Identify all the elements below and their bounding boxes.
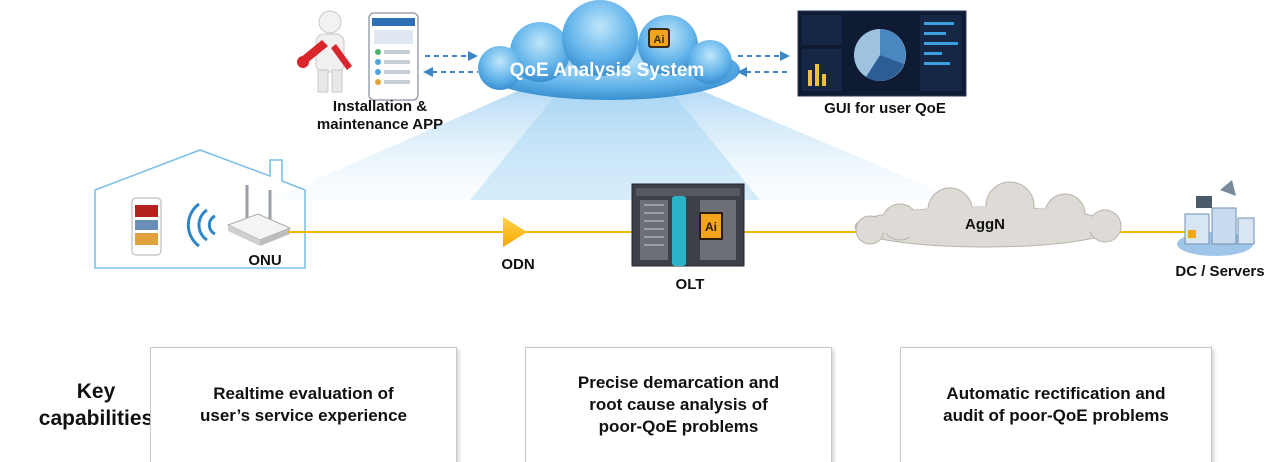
mobile-app-icon: [368, 12, 419, 101]
light-beam: [270, 90, 960, 200]
smartphone-icon: [131, 197, 162, 256]
data-center-icon: [1177, 180, 1255, 256]
wifi-icon: [186, 202, 216, 248]
house-outline: [94, 149, 306, 269]
capability-card-rectification: Automatic rectification and audit of poo…: [900, 347, 1212, 462]
gui-label: GUI for user QoE: [824, 100, 946, 117]
ai-badge-icon: [648, 28, 670, 48]
app-label: Installation & maintenance APP: [316, 98, 444, 133]
odn-splitter-icon: [503, 217, 527, 247]
app-sync-arrows: [423, 51, 478, 77]
olt-label: OLT: [675, 276, 705, 293]
capability-card-realtime: Realtime evaluation of user’s service ex…: [150, 347, 457, 462]
qoe-cloud-title: QoE Analysis System: [510, 60, 705, 81]
qoe-dashboard-icon: [797, 10, 967, 97]
capability-text: Realtime evaluation of user’s service ex…: [200, 384, 407, 425]
olt-ai-badge-label: Ai: [705, 220, 717, 234]
capability-text: Automatic rectification and audit of poo…: [943, 384, 1169, 425]
odn-label: ODN: [501, 256, 535, 273]
gui-sync-arrows: [737, 51, 790, 77]
aggn-label: AggN: [965, 216, 1005, 233]
olt-device-icon: [631, 183, 745, 267]
light-beam-core: [470, 90, 760, 200]
onu-router-icon: [226, 185, 292, 246]
onu-label: ONU: [248, 252, 282, 269]
dc-servers-label: DC / Servers: [1175, 263, 1265, 280]
capability-text: Precise demarcation and root cause analy…: [577, 373, 780, 436]
capability-card-demarcation: Precise demarcation and root cause analy…: [525, 347, 832, 462]
technician-icon: [297, 10, 352, 93]
ai-badge-label: Ai: [654, 34, 665, 46]
qoe-cloud-icon: [478, 0, 740, 100]
key-capabilities-title: Key capabilities: [38, 380, 154, 430]
